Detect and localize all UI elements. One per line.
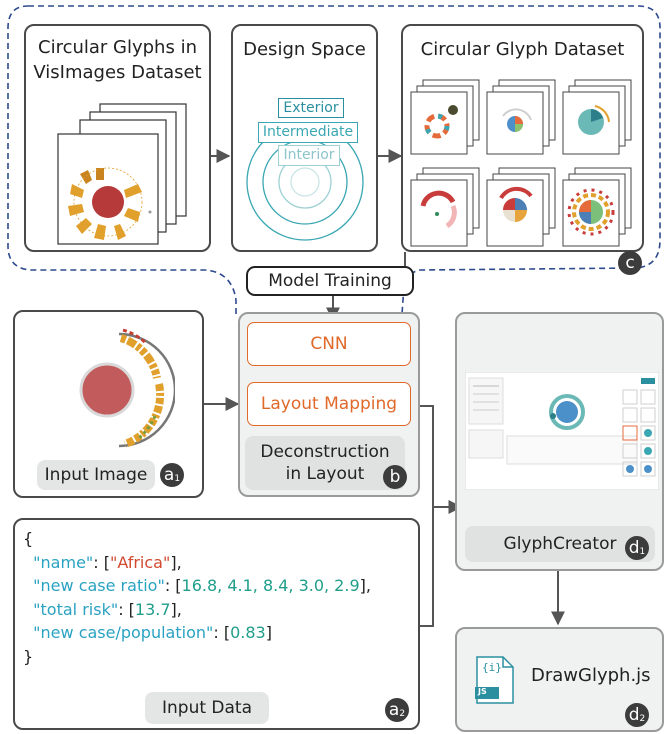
glyph-dataset-panel: Circular Glyph Dataset	[401, 24, 644, 275]
design-space-title: Design Space	[243, 39, 366, 60]
glyph-card-1	[410, 79, 480, 155]
badge-b: b	[383, 465, 407, 489]
json-close-brace: }	[23, 646, 34, 666]
js-file-label: JS	[478, 687, 487, 696]
js-file-icon	[475, 656, 514, 704]
glyph-card-3	[562, 79, 632, 155]
badge-d1: d1	[625, 536, 649, 560]
deconstruction-label-line2: in Layout	[285, 464, 365, 484]
input-data-label: Input Data	[145, 692, 269, 724]
json-row-total-risk: "total risk": [13.7],	[33, 599, 182, 619]
visimages-title-line2: VisImages Dataset	[33, 62, 202, 83]
layer-interior: Interior	[278, 145, 340, 166]
visimages-stack-illustration	[57, 103, 187, 245]
input-image-panel: Input Image a1	[13, 310, 204, 498]
input-image-label: Input Image	[37, 460, 155, 490]
deconstruction-panel: CNN Layout Mapping Deconstruction in Lay…	[238, 312, 420, 497]
json-row-new-case-ratio: "new case ratio": [16.8, 4.1, 8.4, 3.0, …	[33, 576, 371, 595]
glyph-card-4	[410, 167, 480, 247]
input-image-glyph	[79, 328, 175, 448]
layout-mapping-box: Layout Mapping	[247, 382, 411, 426]
json-row-new-case-population: "new case/population": [0.83]	[33, 623, 272, 642]
design-space-panel: Design Space Exterior Intermediate Inter…	[231, 24, 378, 252]
input-data-json: { "name": ["Africa"], "new case ratio": …	[23, 527, 371, 668]
cnn-box: CNN	[247, 322, 411, 366]
deconstruction-label-pill: Deconstruction in Layout	[245, 436, 405, 490]
sunburst-thumbnail	[68, 167, 152, 240]
glyph-dataset-title: Circular Glyph Dataset	[420, 39, 625, 60]
json-open-brace: {	[23, 529, 34, 548]
json-row-name: "name": ["Africa"],	[33, 552, 182, 572]
model-training-box: Model Training	[246, 266, 414, 296]
badge-a2: a2	[385, 698, 409, 722]
deconstruction-label-line1: Deconstruction	[260, 442, 390, 462]
badge-a1: a1	[160, 463, 184, 487]
glyphcreator-label: GlyphCreator	[465, 526, 655, 562]
glyph-card-5	[486, 167, 556, 247]
bracket-connector	[420, 405, 434, 627]
dashed-boundary	[7, 5, 661, 315]
glyph-dataset-grid	[410, 79, 632, 247]
visimages-panel: Circular Glyphs in VisImages Dataset	[24, 24, 211, 252]
visimages-title-line1: Circular Glyphs in	[38, 37, 197, 58]
drawglyph-label: DrawGlyph.js	[531, 665, 651, 686]
badge-c: c	[618, 251, 642, 275]
badge-d2: d2	[625, 703, 649, 727]
glyph-card-2	[486, 79, 556, 155]
layer-exterior: Exterior	[278, 98, 344, 118]
layer-intermediate: Intermediate	[258, 122, 358, 143]
drawglyph-panel: {i} JS DrawGlyph.js d2	[455, 627, 664, 732]
glyph-card-6	[562, 167, 632, 247]
js-file-braces: {i}	[482, 661, 502, 674]
glyphcreator-screenshot	[465, 372, 659, 490]
glyphcreator-panel: GlyphCreator d1	[455, 312, 664, 571]
